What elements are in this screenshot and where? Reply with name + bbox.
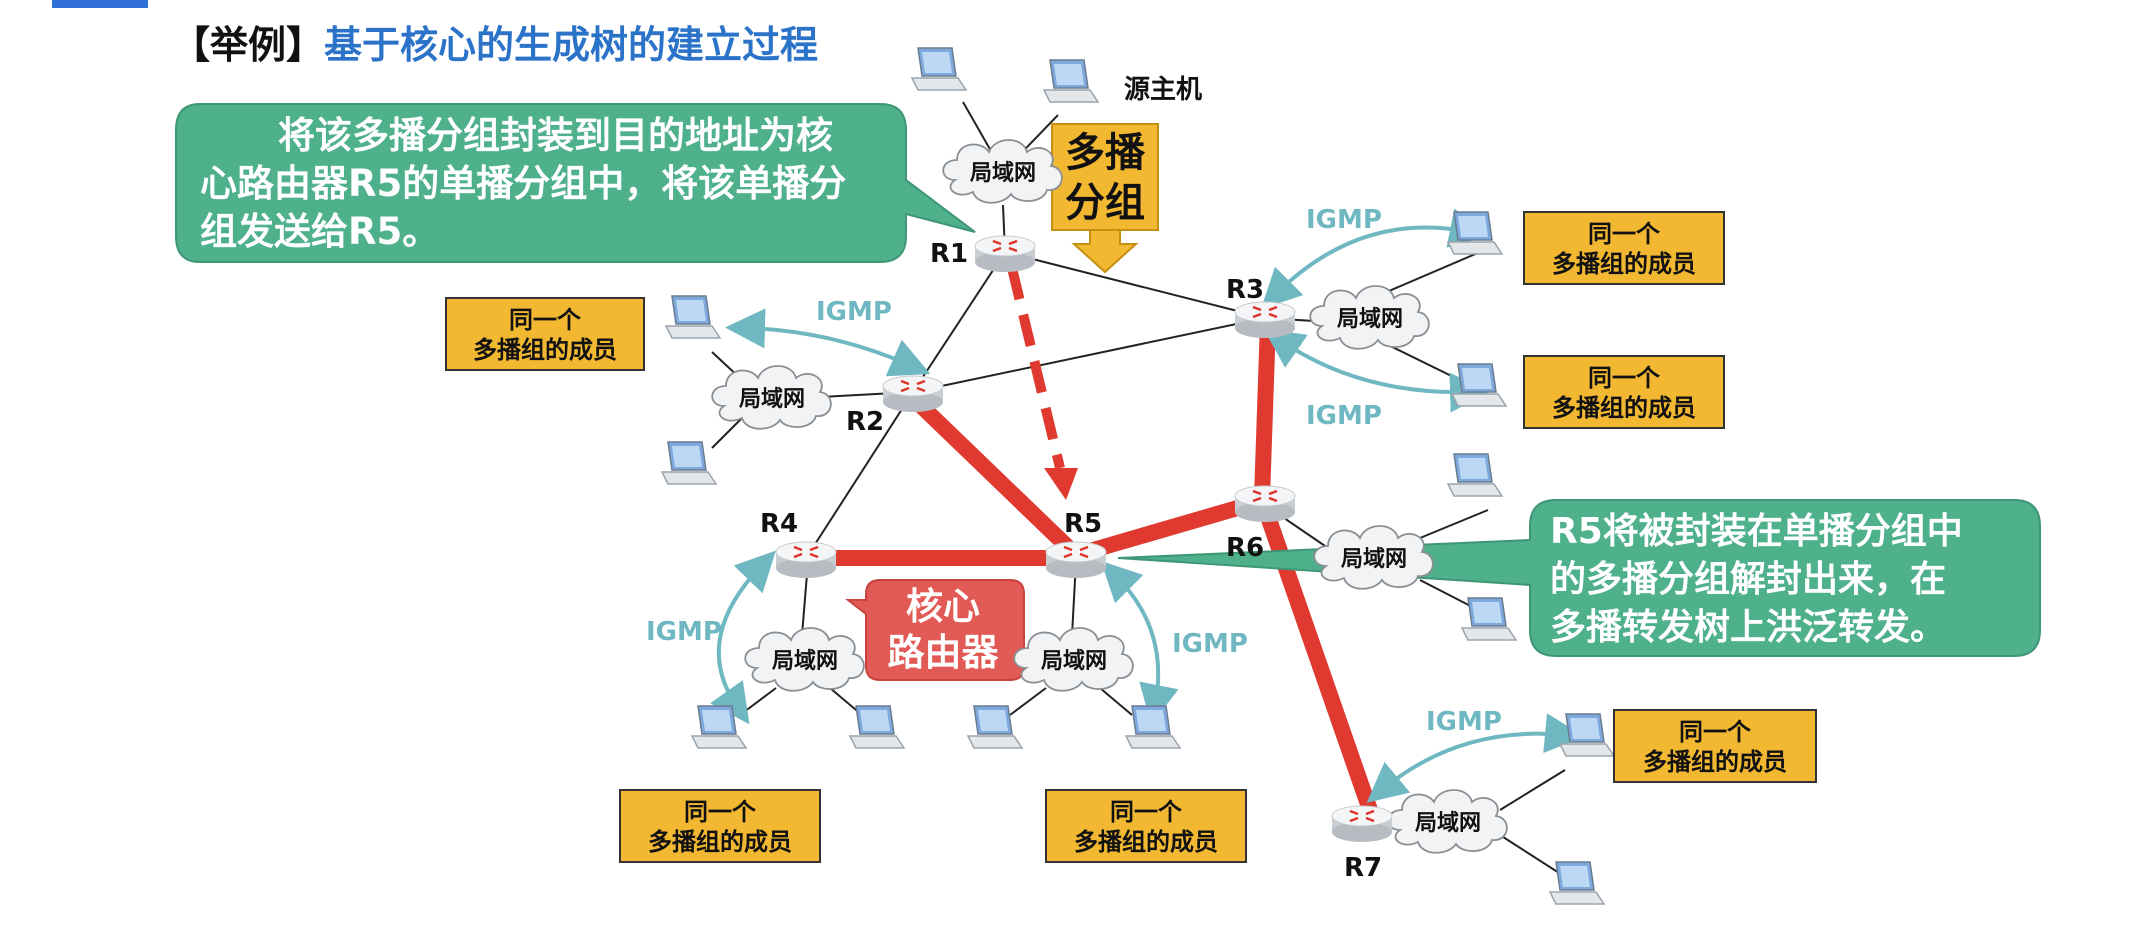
member-box: 同一个 多播组的成员 [619,789,821,863]
member-line1: 同一个 [1588,220,1661,248]
member-line2: 多播组的成员 [473,336,617,364]
router-label-r3: R3 [1226,275,1264,305]
lan-label: 局域网 [1415,810,1481,836]
laptop-icon [1461,597,1517,641]
core-router-bubble [845,579,1025,681]
callout-top-line2: 心路由器R5的单播分组中，将该单播分 [200,162,847,205]
router-r1-icon [973,234,1037,274]
igmp-label: IGMP [1426,707,1502,737]
core-router-line1: 核心 [906,585,980,628]
multicast-group-arrow [1051,123,1159,274]
member-box: 同一个 多播组的成员 [1045,789,1247,863]
callout-top-bubble [175,103,976,263]
callout-right-text: R5将被封装在单播分组中 的多播分组解封出来，在 多播转发树上洪泛转发。 [1530,502,2040,658]
igmp-label: IGMP [646,617,722,647]
router-r5-icon [1044,540,1108,580]
igmp-label: IGMP [816,297,892,327]
igmp-label: IGMP [1306,205,1382,235]
core-router-line2: 路由器 [887,631,999,674]
multicast-group-line2: 分组 [1065,180,1145,226]
router-label-r6: R6 [1226,533,1264,563]
igmp-arrows [710,208,1585,803]
title-text: 基于核心的生成树的建立过程 [324,23,819,67]
source-host-laptop-icon [1043,59,1099,103]
member-box: 同一个 多播组的成员 [1523,355,1725,429]
lan-label: 局域网 [970,160,1036,186]
corner-tab [52,0,148,8]
router-r2-icon [881,374,945,414]
member-box: 同一个 多播组的成员 [1613,709,1817,783]
unicast-arrow [1007,266,1078,500]
source-host-label: 源主机 [1124,75,1202,105]
member-box: 同一个 多播组的成员 [445,297,645,371]
callout-right-line1: R5将被封装在单播分组中 [1550,511,1963,552]
callout-top-text: 将该多播分组封装到目的地址为核 心路由器R5的单播分组中，将该单播分 组发送给R… [176,104,906,262]
laptop-icon [661,441,717,485]
lan-label: 局域网 [1341,546,1407,572]
laptop-icon [1125,705,1181,749]
router-r6-icon [1233,484,1297,524]
multicast-group-label: 多播 分组 [1052,124,1158,230]
lan-label: 局域网 [739,386,805,412]
slide-title: 【举例】基于核心的生成树的建立过程 [172,14,818,69]
callout-top-line3: 组发送给R5。 [200,210,440,253]
laptop-icon [1549,861,1605,905]
laptop-icon [1559,713,1615,757]
laptop-icon [849,705,905,749]
lan-label: 局域网 [1337,306,1403,332]
router-label-r7: R7 [1344,853,1382,883]
member-line1: 同一个 [684,798,757,826]
router-label-r2: R2 [846,407,884,437]
callout-right-line3: 多播转发树上洪泛转发。 [1550,607,1947,648]
router-label-r4: R4 [760,509,798,539]
multicast-group-line1: 多播 [1065,130,1145,176]
router-r4-icon [774,540,838,580]
router-label-r5: R5 [1064,509,1102,539]
member-line2: 多播组的成员 [1552,394,1696,422]
laptop-icon [911,47,967,91]
laptop-icon [691,705,747,749]
member-line2: 多播组的成员 [1643,748,1787,776]
router-r3-icon [1233,300,1297,340]
callout-right-line2: 的多播分组解封出来，在 [1550,559,1947,600]
member-line2: 多播组的成员 [1552,250,1696,278]
laptop-icon [1447,211,1503,255]
laptop-icon [1451,363,1507,407]
member-line1: 同一个 [1588,364,1661,392]
member-box: 同一个 多播组的成员 [1523,211,1725,285]
laptop-icon [665,295,721,339]
title-prefix: 【举例】 [172,23,325,67]
callout-top-line1: 将该多播分组封装到目的地址为核 [278,114,833,157]
lan-label: 局域网 [1041,648,1107,674]
laptop-icon [1447,453,1503,497]
router-r7-icon [1330,804,1394,844]
member-line1: 同一个 [1679,718,1752,746]
igmp-label: IGMP [1306,401,1382,431]
callout-right-bubble [1117,499,2041,657]
core-router-label: 核心 路由器 [862,580,1024,680]
member-line2: 多播组的成员 [1074,828,1218,856]
member-line1: 同一个 [509,306,582,334]
member-line2: 多播组的成员 [648,828,792,856]
router-label-r1: R1 [930,239,968,269]
member-boxes: 同一个 多播组的成员 同一个 多播组的成员 同一个 多播组的成员 同一个 多播组… [445,211,1817,863]
member-line1: 同一个 [1110,798,1183,826]
igmp-label: IGMP [1172,629,1248,659]
lan-label: 局域网 [772,648,838,674]
